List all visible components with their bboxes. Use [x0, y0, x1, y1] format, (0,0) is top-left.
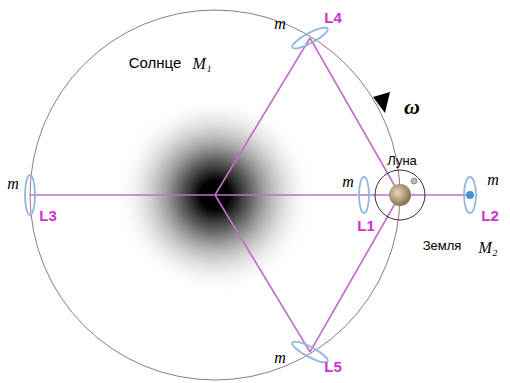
moon	[411, 178, 417, 184]
sun-mass: M₁	[193, 56, 212, 72]
triangle-lines	[30, 38, 470, 352]
lagrange-point: L4	[324, 10, 342, 25]
moon-orbit	[375, 170, 425, 220]
lagrange-point: L3	[39, 208, 57, 223]
test-mass: m	[274, 16, 286, 32]
earth	[389, 184, 411, 206]
sun-name: Солнце	[129, 55, 182, 70]
earth-name: Земля	[423, 239, 462, 252]
rotation-arrow	[373, 92, 390, 113]
test-mass: m	[342, 174, 354, 190]
moon-name: Луна	[387, 154, 417, 167]
lagrange-regions	[25, 24, 476, 366]
test-mass: m	[7, 176, 19, 192]
l2-satellite	[466, 191, 474, 199]
angular-velocity: ω	[404, 96, 420, 118]
earth-mass: M₂	[479, 240, 498, 256]
test-mass: m	[274, 350, 286, 366]
test-mass: m	[487, 172, 499, 188]
lagrange-point: L2	[481, 208, 499, 223]
lagrange-point: L5	[324, 359, 342, 374]
lagrange-point: L1	[357, 218, 375, 233]
